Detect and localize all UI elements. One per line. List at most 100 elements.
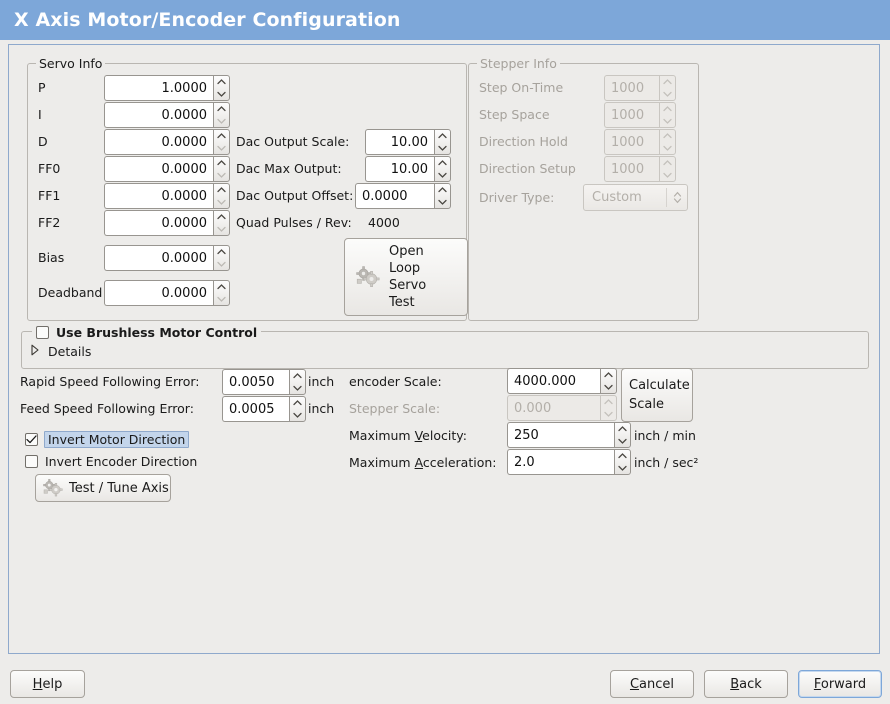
invert-encoder-direction-checkbox[interactable]: Invert Encoder Direction: [25, 454, 197, 469]
servo-deadband-input[interactable]: 0.0000: [104, 280, 213, 306]
maximum-velocity-spinner[interactable]: 250: [507, 422, 631, 448]
servo-bias-input[interactable]: 0.0000: [104, 245, 213, 271]
servo-deadband-spinner[interactable]: 0.0000: [104, 280, 230, 306]
spin-up-icon[interactable]: [290, 370, 305, 382]
encoder-scale-stepper-buttons[interactable]: [600, 368, 617, 394]
spin-up-icon[interactable]: [615, 450, 630, 462]
checkbox-box[interactable]: [25, 433, 38, 446]
maximum-acceleration-spinner[interactable]: 2.0: [507, 449, 631, 475]
chevron-updown-icon: [667, 191, 687, 204]
encoder-scale-spinner[interactable]: 4000.000: [507, 368, 617, 394]
spin-up-icon[interactable]: [435, 157, 450, 169]
servo-deadband-stepper-buttons[interactable]: [213, 280, 230, 306]
servo-ff2-input[interactable]: 0.0000: [104, 210, 213, 236]
servo-i-input[interactable]: 0.0000: [104, 102, 213, 128]
servo-ff0-input[interactable]: 0.0000: [104, 156, 213, 182]
dac-output-offset-spinner[interactable]: 0.0000: [355, 183, 451, 209]
maximum-acceleration-stepper-buttons[interactable]: [614, 449, 631, 475]
details-expander[interactable]: Details: [30, 344, 91, 359]
dac-output-offset-input[interactable]: 0.0000: [355, 183, 434, 209]
spin-down-icon[interactable]: [214, 196, 229, 208]
dac-max-output-input[interactable]: 10.00: [365, 156, 434, 182]
spin-down-icon[interactable]: [214, 293, 229, 305]
spin-up-icon[interactable]: [214, 211, 229, 223]
servo-i-spinner[interactable]: 0.0000: [104, 102, 230, 128]
servo-bias-spinner[interactable]: 0.0000: [104, 245, 230, 271]
spin-down-icon[interactable]: [290, 409, 305, 421]
servo-ff1-stepper-buttons[interactable]: [213, 183, 230, 209]
spin-down-icon[interactable]: [601, 381, 616, 393]
servo-d-spinner[interactable]: 0.0000: [104, 129, 230, 155]
servo-i-stepper-buttons[interactable]: [213, 102, 230, 128]
dac-output-scale-stepper-buttons[interactable]: [434, 129, 451, 155]
rapid-speed-following-error-input[interactable]: 0.0050: [222, 369, 289, 395]
dac-max-output-spinner[interactable]: 10.00: [365, 156, 451, 182]
spin-down-icon[interactable]: [214, 169, 229, 181]
spin-down-icon[interactable]: [214, 88, 229, 100]
servo-d-input[interactable]: 0.0000: [104, 129, 213, 155]
stepper-scale-spinner: 0.000: [507, 395, 617, 421]
servo-ff2-stepper-buttons[interactable]: [213, 210, 230, 236]
servo-p-stepper-buttons[interactable]: [213, 75, 230, 101]
open-loop-servo-test-button[interactable]: Open Loop Servo Test: [344, 238, 468, 316]
checkbox-box[interactable]: [36, 326, 49, 339]
spin-down-icon[interactable]: [214, 223, 229, 235]
servo-ff1-spinner[interactable]: 0.0000: [104, 183, 230, 209]
test-tune-axis-button[interactable]: Test / Tune Axis: [35, 474, 171, 502]
feed-speed-following-error-spinner[interactable]: 0.0005: [222, 396, 306, 422]
spin-up-icon[interactable]: [214, 157, 229, 169]
spin-up-icon[interactable]: [214, 130, 229, 142]
feed-error-stepper-buttons[interactable]: [289, 396, 306, 422]
rapid-speed-following-error-spinner[interactable]: 0.0050: [222, 369, 306, 395]
dac-output-offset-stepper-buttons[interactable]: [434, 183, 451, 209]
feed-speed-following-error-input[interactable]: 0.0005: [222, 396, 289, 422]
back-button[interactable]: Back: [704, 670, 788, 698]
spin-up-icon[interactable]: [214, 103, 229, 115]
spin-down-icon: [601, 408, 616, 420]
spin-up-icon[interactable]: [214, 281, 229, 293]
cancel-button[interactable]: Cancel: [610, 670, 694, 698]
rapid-error-stepper-buttons[interactable]: [289, 369, 306, 395]
calculate-scale-button[interactable]: Calculate Scale: [621, 368, 693, 422]
spin-down-icon[interactable]: [214, 142, 229, 154]
maximum-acceleration-input[interactable]: 2.0: [507, 449, 614, 475]
invert-motor-direction-checkbox[interactable]: Invert Motor Direction: [25, 431, 190, 448]
dac-output-scale-input[interactable]: 10.00: [365, 129, 434, 155]
spin-down-icon[interactable]: [214, 258, 229, 270]
encoder-scale-input[interactable]: 4000.000: [507, 368, 600, 394]
maximum-velocity-stepper-buttons[interactable]: [614, 422, 631, 448]
spin-up-icon[interactable]: [435, 130, 450, 142]
spin-down-icon[interactable]: [435, 196, 450, 208]
servo-bias-stepper-buttons[interactable]: [213, 245, 230, 271]
servo-d-stepper-buttons[interactable]: [213, 129, 230, 155]
use-brushless-motor-control-checkbox[interactable]: Use Brushless Motor Control: [36, 325, 257, 340]
dac-max-output-stepper-buttons[interactable]: [434, 156, 451, 182]
spin-down-icon[interactable]: [290, 382, 305, 394]
spin-down-icon[interactable]: [435, 169, 450, 181]
spin-up-icon[interactable]: [214, 76, 229, 88]
spin-down-icon[interactable]: [615, 435, 630, 447]
servo-info-group: Servo Info P I D FF0 FF1 FF2 Bias Deadba…: [27, 56, 468, 321]
spin-up-icon[interactable]: [435, 184, 450, 196]
servo-ff0-stepper-buttons[interactable]: [213, 156, 230, 182]
servo-ff1-input[interactable]: 0.0000: [104, 183, 213, 209]
servo-ff0-spinner[interactable]: 0.0000: [104, 156, 230, 182]
spin-up-icon[interactable]: [290, 397, 305, 409]
spin-up-icon[interactable]: [214, 246, 229, 258]
spin-up-icon[interactable]: [214, 184, 229, 196]
checkbox-box[interactable]: [25, 455, 38, 468]
spin-down-icon[interactable]: [615, 462, 630, 474]
servo-p-input[interactable]: 1.0000: [104, 75, 213, 101]
spin-down-icon[interactable]: [435, 142, 450, 154]
cancel-rest: ancel: [639, 676, 675, 692]
spin-up-icon[interactable]: [615, 423, 630, 435]
maximum-velocity-input[interactable]: 250: [507, 422, 614, 448]
spin-up-icon[interactable]: [601, 369, 616, 381]
triangle-right-icon[interactable]: [30, 344, 40, 359]
forward-button[interactable]: Forward: [798, 670, 882, 698]
help-button[interactable]: Help: [10, 670, 85, 698]
dac-output-scale-spinner[interactable]: 10.00: [365, 129, 451, 155]
servo-p-spinner[interactable]: 1.0000: [104, 75, 230, 101]
spin-down-icon[interactable]: [214, 115, 229, 127]
servo-ff2-spinner[interactable]: 0.0000: [104, 210, 230, 236]
